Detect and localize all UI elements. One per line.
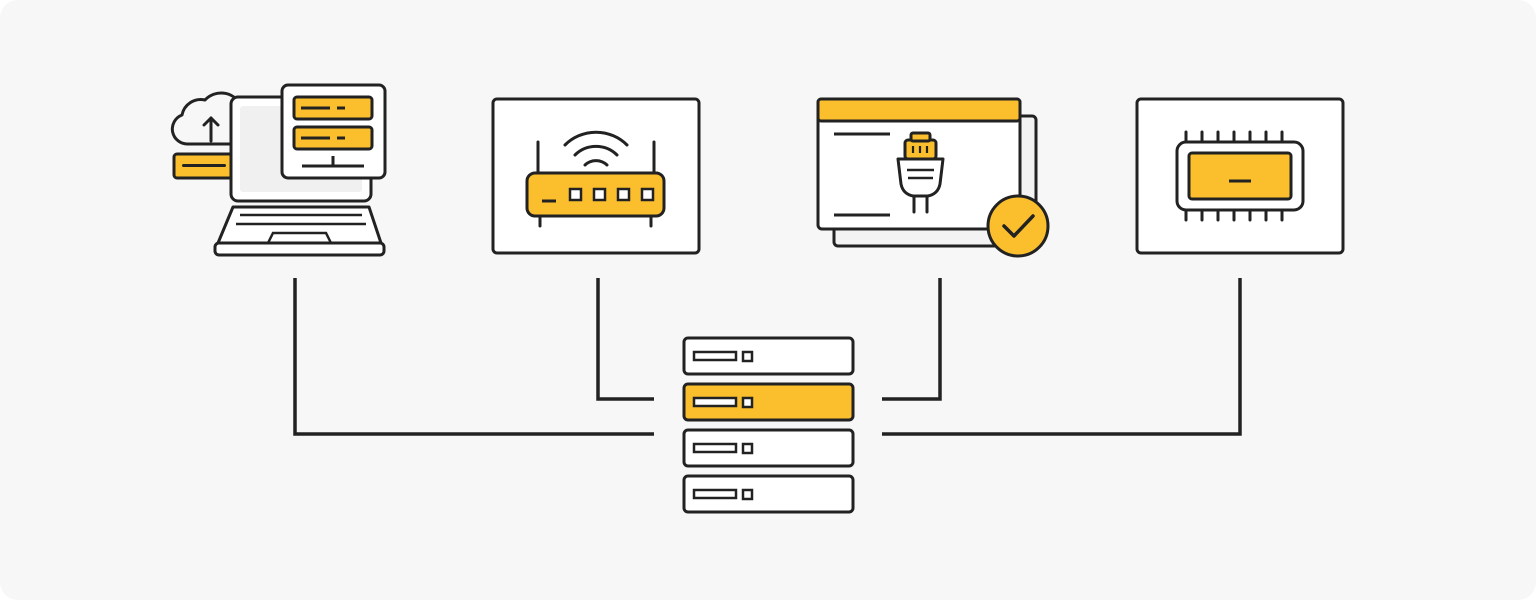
server-unit — [682, 428, 855, 468]
router-port-2 — [592, 187, 607, 202]
chip-pins-bottom — [1184, 208, 1284, 222]
server-unit — [682, 382, 855, 422]
router-port-1 — [568, 187, 583, 202]
server-unit — [682, 474, 855, 514]
cloud-upload-icon — [170, 91, 244, 146]
window-title-bar — [816, 97, 1022, 123]
connector-microchip — [882, 278, 1242, 436]
laptop-trackpad — [266, 231, 333, 244]
node-wifi-router — [491, 97, 701, 255]
connector-ethernet-connector — [882, 278, 942, 401]
server-unit-body — [682, 428, 855, 468]
server-unit-slot — [692, 396, 738, 408]
server-unit-body — [682, 336, 855, 376]
laptop-base-edge — [213, 241, 386, 257]
server-unit — [682, 336, 855, 376]
node-ethernet-connector — [816, 97, 1050, 258]
server-unit-slot — [692, 350, 738, 362]
connector-lines — [293, 278, 1242, 436]
server-list-row-1 — [292, 95, 374, 121]
connector-laptop-cloud-upload — [293, 278, 654, 436]
server-unit-body — [682, 474, 855, 514]
node-microchip — [1135, 97, 1345, 255]
server-unit-led — [741, 488, 754, 501]
router-port-3 — [616, 187, 631, 202]
ethernet-plug-icon — [896, 131, 945, 214]
server-unit-led — [741, 350, 754, 363]
upload-arrow-icon — [202, 116, 220, 143]
server-unit-led — [741, 396, 754, 409]
connector-wifi-router — [596, 278, 654, 401]
server-unit-slot — [692, 488, 738, 500]
server-unit-slot — [692, 442, 738, 454]
node-laptop-cloud-upload — [170, 83, 387, 257]
check-badge-icon — [986, 194, 1050, 258]
chip-core — [1187, 151, 1293, 201]
router-port-4 — [640, 187, 655, 202]
wifi-signal-icon — [563, 130, 629, 167]
server-list-row-2 — [292, 125, 374, 151]
server-unit-led — [741, 442, 754, 455]
server-unit-body — [682, 382, 855, 422]
chip-pins-top — [1184, 130, 1284, 144]
server-rack-icon — [682, 336, 855, 514]
